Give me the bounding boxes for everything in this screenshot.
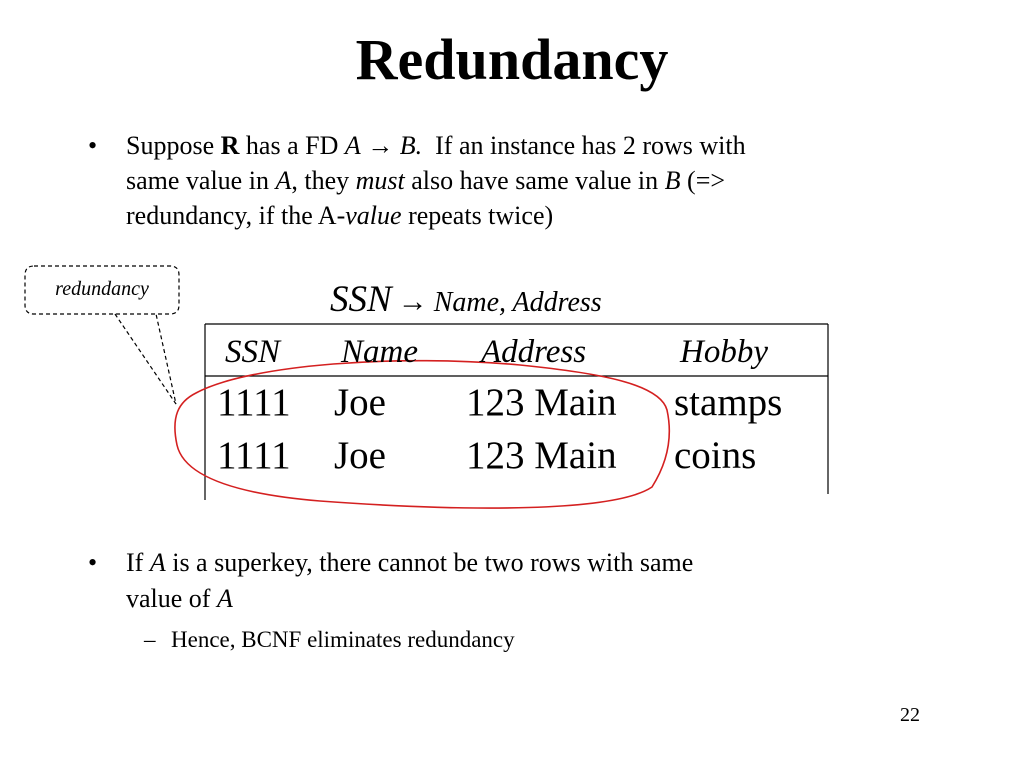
attr-b: B. [399,131,423,160]
attr-a: A [344,131,361,160]
attr-a: A [275,166,292,195]
table-cell-name: Joe [334,434,386,477]
text-run: redundancy, if the A- [126,201,346,230]
table-cell-ssn: 1111 [217,434,291,477]
bullet1-line3: redundancy, if the A-value repeats twice… [126,198,553,233]
text-run: has a FD [239,131,345,160]
relation-r: R [220,131,240,160]
table-cell-hobby: stamps [674,381,783,424]
bullet-marker: • [88,548,98,577]
table-cell-name: Joe [334,381,386,424]
redundancy-circle [174,359,671,509]
bullet2-line2: value of A [126,581,233,616]
page-number: 22 [900,704,920,726]
column-header-name: Name [341,334,418,370]
callout-label: redundancy [55,278,149,300]
callout-pointer [114,313,177,405]
emphasis-value: value [345,201,402,230]
table-cell-address: 123 Main [466,434,617,477]
bullet1-line2: same value in A, they must also have sam… [126,163,725,198]
slide-title: Redundancy [355,27,669,92]
emphasis-must: must [355,166,405,195]
functional-dependency: SSN→Name, Address [330,278,602,321]
fd-lhs: SSN [330,279,392,320]
text-run: Suppose [126,131,221,160]
table-cell-address: 123 Main [466,381,617,424]
text-run: (=> [680,166,726,195]
table-cell-ssn: 1111 [217,381,291,424]
text-run: value of [126,584,217,613]
sub-bullet-text: Hence, BCNF eliminates redundancy [171,627,515,652]
attr-a: A [149,548,166,577]
text-run: If [126,548,150,577]
text-run: repeats twice) [401,201,554,230]
bullet1-line1: Suppose R has a FD A → B. If an instance… [126,128,746,163]
text-run: also have same value in [404,166,665,195]
text-run: same value in [126,166,276,195]
text-run: is a superkey, there cannot be two rows … [165,548,694,577]
bullet-marker: • [88,131,98,160]
callout-box [24,265,180,315]
sub-bullet-marker: – [144,627,156,652]
bullet2-line1: If A is a superkey, there cannot be two … [126,545,693,580]
text-run: , they [291,166,356,195]
attr-b: B [664,166,681,195]
table-cell-hobby: coins [674,434,757,477]
column-header-address: Address [481,334,587,370]
column-header-hobby: Hobby [680,334,768,370]
arrow-symbol: → [367,131,394,160]
attr-a: A [216,584,233,613]
fd-rhs: Name, Address [433,287,602,318]
text-run: If an instance has 2 rows with [422,131,746,160]
fd-arrow: → [397,285,428,318]
column-header-ssn: SSN [225,334,281,370]
